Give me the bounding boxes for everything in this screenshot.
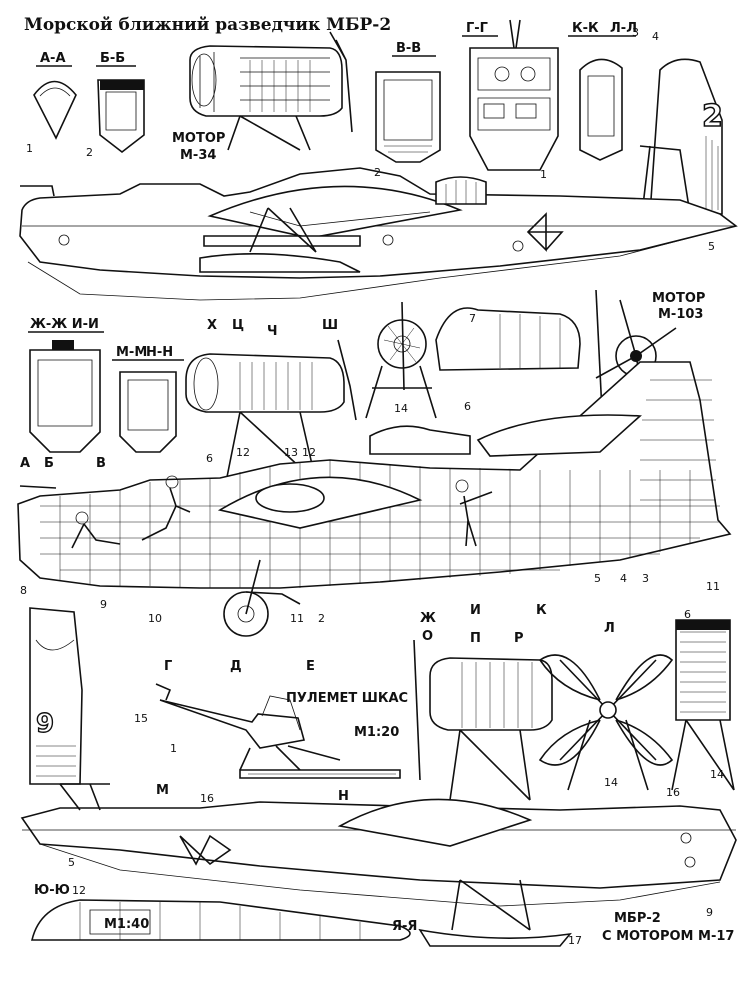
callout-4-b: 4 — [620, 572, 627, 585]
engine-m34-label-1: МОТОР — [172, 131, 225, 146]
callout-10: 10 — [148, 612, 162, 625]
callout-1-b: 1 — [540, 168, 547, 181]
station-kh: Х — [207, 318, 217, 333]
station-k: К — [536, 603, 547, 618]
engine-m103-label-2: М-103 — [658, 307, 703, 322]
section-yaya-label: Я-Я — [392, 919, 417, 934]
gun-scale: М1:20 — [354, 725, 399, 740]
callout-3-a: 3 — [632, 26, 639, 39]
callout-9-a: 9 — [100, 598, 107, 611]
station-g: Г — [164, 659, 172, 674]
section-kk-label: К-К — [572, 21, 599, 36]
section-bb-label: Б-Б — [100, 51, 125, 66]
callout-16-b: 16 — [200, 792, 214, 805]
tail-fin-top: 2 — [639, 58, 724, 215]
callout-12-a: 12 — [236, 446, 250, 459]
station-i: И — [470, 603, 481, 618]
callout-17: 17 — [568, 934, 582, 947]
station-b: Б — [44, 456, 54, 471]
engine-m103-pod — [185, 339, 357, 483]
callout-5-a: 5 — [708, 240, 715, 253]
m17-label-2: С МОТОРОМ М-17 — [602, 929, 734, 944]
callout-6-c: 6 — [684, 608, 691, 621]
station-v: В — [96, 456, 106, 471]
callout-5-c: 5 — [68, 856, 75, 869]
side-number: 2 — [702, 99, 723, 134]
callout-6-a: 6 — [206, 452, 213, 465]
propeller-front-view — [538, 654, 674, 791]
callout-8: 8 — [20, 584, 27, 597]
tail-fin-bottom: 9 — [29, 607, 83, 785]
section-vv: В-В — [375, 41, 441, 163]
callout-2-b: 2 — [374, 166, 381, 179]
section-zh-i-label: Ж-Ж И-И — [30, 317, 99, 332]
engine-m103-label-1: МОТОР — [652, 291, 705, 306]
section-kk-ll: К-К Л-Л — [568, 21, 637, 161]
section-mm-label: М-М — [116, 345, 147, 360]
engine-m34-nacelle — [189, 31, 353, 151]
m17-label-1: МБР-2 — [614, 911, 661, 926]
fuselage-structure — [17, 361, 732, 637]
section-ll-label: Л-Л — [610, 21, 637, 36]
callout-3-b: 3 — [642, 572, 649, 585]
station-m: М — [156, 783, 169, 798]
station-n: Н — [338, 789, 349, 804]
callout-12-b: 12 — [302, 446, 316, 459]
station-l: Л — [604, 621, 615, 636]
station-sh: Ш — [322, 318, 338, 333]
gun-title: ПУЛЕМЕТ ШКАС — [286, 691, 408, 706]
station-ch: Ч — [267, 324, 278, 339]
callout-7: 7 — [469, 312, 476, 325]
callout-15: 15 — [134, 712, 148, 725]
station-r: Р — [514, 631, 524, 646]
side-view-m34 — [19, 167, 738, 301]
callout-16-a: 16 — [666, 786, 680, 799]
section-mm-nn: М-М Н-Н — [112, 345, 184, 453]
station-zh: Ж — [420, 611, 436, 626]
callout-1-c: 1 — [170, 742, 177, 755]
station-e: Е — [306, 659, 315, 674]
callout-14-a: 14 — [394, 402, 408, 415]
section-gg-label: Г-Г — [466, 21, 488, 36]
section-bb: Б-Б — [96, 51, 145, 154]
section-zh-i: Ж-Ж И-И — [28, 317, 104, 453]
callout-5-b: 5 — [594, 572, 601, 585]
callout-2-a: 2 — [86, 146, 93, 159]
shkas-gun-drawing — [155, 683, 401, 779]
engine-m34-label-2: М-34 — [180, 148, 216, 163]
tail-number: 9 — [36, 709, 54, 739]
callout-1-a: 1 — [26, 142, 33, 155]
engine-radiator-front — [671, 619, 735, 791]
callout-11-b: 11 — [706, 580, 720, 593]
station-p: П — [470, 631, 481, 646]
section-aa-label: А-А — [40, 51, 66, 66]
callout-11-a: 11 — [290, 612, 304, 625]
station-d: Д — [230, 659, 242, 674]
section-vv-label: В-В — [396, 41, 421, 56]
section-aa-shape — [33, 80, 77, 140]
section-gg: Г-Г — [462, 19, 559, 171]
callout-12-c: 12 — [72, 884, 86, 897]
section-nn-label: Н-Н — [146, 345, 173, 360]
engine-m17-pod — [413, 639, 553, 801]
engine-front-view — [365, 301, 581, 419]
section-aa: А-А — [33, 51, 77, 140]
wing-scale: М1:40 — [104, 917, 149, 932]
callout-14-b: 14 — [604, 776, 618, 789]
callout-9-b: 9 — [706, 906, 713, 919]
callout-6-b: 6 — [464, 400, 471, 413]
station-ts: Ц — [232, 318, 244, 333]
callout-13: 13 — [284, 446, 298, 459]
callout-2-c: 2 — [318, 612, 325, 625]
wing-section: Ю-Ю 12 М1:40 Я-Я — [30, 883, 417, 941]
callout-14-c: 14 — [710, 768, 724, 781]
side-view-m17 — [20, 783, 737, 947]
callout-4-a: 4 — [652, 30, 659, 43]
section-yuyu-label: Ю-Ю — [34, 883, 70, 898]
drawing-title: Морской ближний разведчик МБР-2 — [24, 15, 391, 35]
station-o: О — [422, 629, 433, 644]
station-a: А — [20, 456, 30, 471]
section-bb-shape — [97, 79, 145, 154]
